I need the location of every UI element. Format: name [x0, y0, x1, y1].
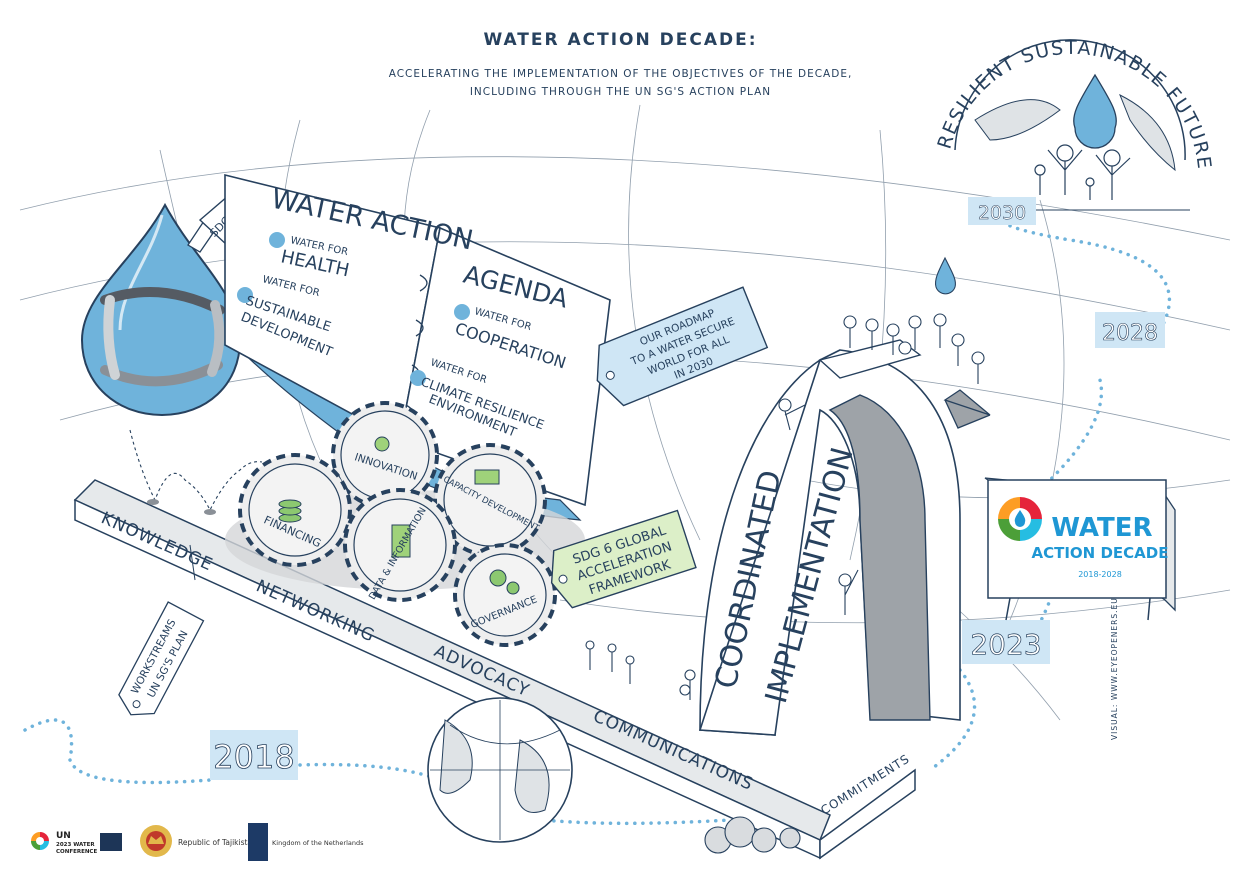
fulcrum-globe — [427, 697, 573, 843]
timeline-dots — [23, 218, 1172, 826]
gear-data: DATA & INFORMATION — [343, 488, 457, 602]
future-globe: RESILIENT SUSTAINABLE FUTURE — [934, 37, 1216, 211]
gear-financing: FINANCING — [238, 453, 352, 567]
netherlands-emblem-icon — [248, 823, 268, 861]
gear-innovation: INNOVATION — [331, 401, 439, 509]
billboard-years: 2018-2028 — [1078, 570, 1122, 579]
billboard-action-decade: ACTION DECADE — [1032, 544, 1169, 562]
netherlands-label: Kingdom of the Netherlands — [272, 839, 364, 847]
year-2028-tag: 2028 — [1095, 312, 1165, 348]
billboard-water: WATER — [1051, 513, 1152, 543]
svg-text:2030: 2030 — [978, 202, 1026, 224]
bouncing-path — [129, 429, 263, 512]
svg-text:2023: 2023 — [970, 628, 1041, 661]
svg-text:2023 WATER: 2023 WATER — [56, 842, 95, 848]
page-title: WATER ACTION DECADE: — [483, 30, 758, 50]
people-celebrating — [1034, 144, 1131, 200]
year-2018-tag: 2018 — [210, 730, 298, 780]
implementation-arch: COORDINATED IMPLEMENTATION — [698, 339, 991, 736]
sdg-wheel-icon — [998, 497, 1042, 541]
page-subtitle-line-2: INCLUDING THROUGH THE UN SG'S ACTION PLA… — [469, 86, 772, 98]
svg-text:2018: 2018 — [213, 738, 294, 776]
svg-text:CONFERENCE: CONFERENCE — [56, 849, 97, 855]
page-subtitle-line-1: ACCELERATING THE IMPLEMENTATION OF THE O… — [388, 68, 853, 80]
year-2023-tag: 2023 — [962, 620, 1050, 664]
un-logo-text: UN — [56, 831, 71, 841]
logos-strip: UN 2023 WATER CONFERENCE Republic of Taj… — [31, 823, 364, 861]
gear-capacity: CAPACITY DEVELOPMENT — [433, 443, 547, 557]
svg-text:2028: 2028 — [1102, 321, 1158, 346]
gear-governance: GOVERNANCE — [453, 543, 557, 647]
people-group — [585, 256, 985, 700]
water-action-decade-billboard: WATER ACTION DECADE 2018-2028 — [984, 477, 1176, 621]
credit-text: VISUAL: WWW.EYEOPENERS.EU — [1110, 597, 1119, 740]
sdg-logo-icon — [31, 832, 49, 850]
tajikistan-emblem-icon — [140, 825, 172, 857]
roadmap-tag: OUR ROADMAP TO A WATER SECURE WORLD FOR … — [596, 286, 769, 407]
workstreams-tag: WORKSTREAMS UN SG'S PLAN — [118, 601, 205, 716]
future-label: RESILIENT SUSTAINABLE FUTURE — [934, 37, 1214, 171]
svg-text:RESILIENT SUSTAINABLE FUTURE: RESILIENT SUSTAINABLE FUTURE — [934, 37, 1216, 171]
tajikistan-label: Republic of Tajikistan — [178, 838, 257, 847]
year-2030-tag: 2030 — [968, 197, 1036, 225]
clouds — [704, 816, 801, 854]
